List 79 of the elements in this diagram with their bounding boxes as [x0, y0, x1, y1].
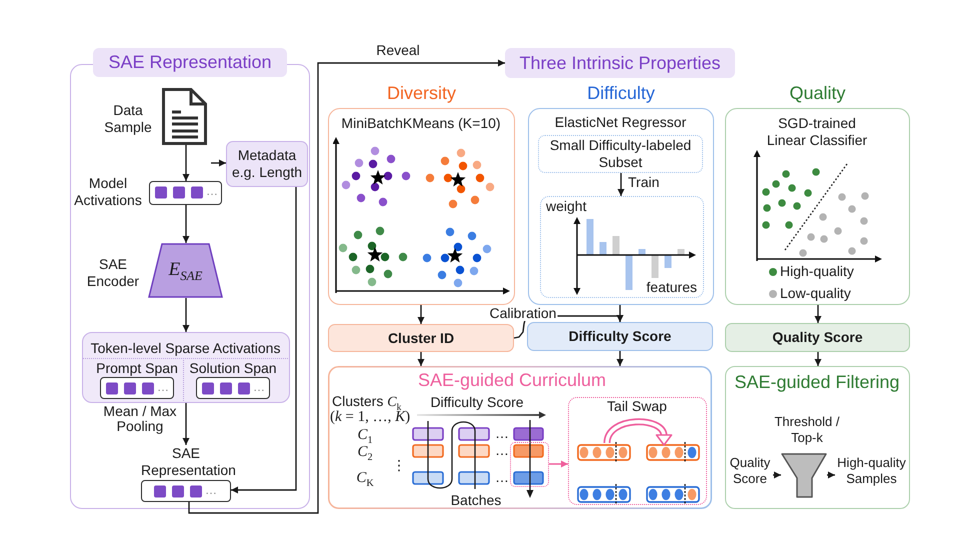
side-label: Threshold / Top-k: [773, 414, 841, 446]
ellipsis: …: [205, 482, 217, 499]
ellipsis: …: [495, 442, 509, 459]
section-header: SAE Representation: [93, 48, 287, 77]
ellipsis: …: [206, 183, 218, 200]
panel-subtitle: MiniBatchKMeans (K=10): [341, 115, 501, 132]
ellipsis: …: [157, 379, 169, 396]
arrow: [814, 352, 822, 366]
ellipsis: …: [495, 469, 509, 486]
filtering-panel: [725, 366, 910, 509]
subset-box: [538, 135, 703, 173]
axis-label: Difficulty Score: [430, 394, 524, 411]
ellipsis: …: [495, 425, 509, 442]
arrow: [549, 460, 568, 468]
document-icon: [162, 88, 207, 145]
axis-label: Batches: [450, 492, 502, 509]
group-heading: Token-level Sparse Activations: [90, 340, 280, 357]
panel-title: SAE-guided Filtering: [734, 371, 900, 393]
arrow: [182, 298, 190, 332]
panel-heading: Diversity: [387, 82, 456, 104]
funnel-icon: [781, 453, 827, 498]
legend-label: Low-quality: [780, 285, 851, 302]
highlight-box: [510, 442, 549, 487]
span-label: Prompt Span: [96, 360, 178, 377]
section-header: [505, 48, 735, 78]
arrow: [418, 305, 424, 324]
arrow: [616, 351, 624, 366]
row-label: C$_{1}$: [357, 427, 373, 444]
arrow: [418, 352, 424, 366]
edge-label: Calibration: [488, 306, 558, 321]
activation-box: [149, 181, 222, 205]
arrow: [182, 145, 190, 181]
result-box: [527, 322, 713, 351]
side-label: Data Sample: [103, 102, 153, 136]
score-label: Quality Score: [772, 329, 863, 346]
arrow: [814, 305, 822, 323]
result-box: [328, 324, 514, 352]
side-label: SAE Encoder: [86, 256, 140, 290]
panel-title: SAE-guided Curriculum: [418, 369, 606, 391]
arrow: [182, 205, 190, 243]
encoder-trapezoid: [148, 243, 223, 298]
curriculum-panel: [328, 366, 712, 509]
panel-subtitle: ElasticNet Regressor: [554, 114, 686, 131]
row-label: C$_{2}$: [357, 444, 373, 461]
panel-heading: Difficulty: [587, 82, 655, 104]
chart-frame: [540, 196, 704, 298]
edge-label: Train: [627, 175, 660, 190]
edge-label: Reveal: [375, 43, 421, 58]
metadata-box: [226, 141, 308, 187]
arrow: [773, 472, 781, 478]
axis-label: features: [646, 279, 697, 296]
arrow: [231, 187, 297, 494]
box-label: Small Difficulty-labeled Subset: [548, 137, 692, 171]
axis-label: weight: [546, 198, 586, 215]
index-label: (k = 1, …, K): [330, 409, 410, 426]
axis-label: Clusters C$_{k}$: [332, 393, 402, 411]
panel-subtitle: SGD-trained Linear Classifier: [766, 115, 868, 149]
result-box: [725, 323, 910, 352]
span-label: Solution Span: [189, 360, 277, 377]
ellipsis: …: [253, 379, 265, 396]
row-label: C$_{K}$: [356, 470, 374, 487]
sparse-activations-box: [82, 332, 290, 403]
arrow: [182, 403, 190, 445]
arrow: [618, 173, 624, 196]
score-label: Difficulty Score: [568, 328, 672, 345]
arrow: [211, 160, 226, 166]
score-label: Cluster ID: [388, 330, 454, 346]
arrow: [827, 472, 835, 478]
tail-swap-box: [568, 397, 707, 505]
panel-heading: Quality: [789, 82, 846, 104]
ellipsis: ⋮: [392, 457, 406, 474]
legend-label: High-quality: [780, 263, 854, 280]
encoder-symbol: E$_{SAE}$: [168, 259, 202, 281]
box-label: Metadata e.g. Length: [230, 147, 304, 181]
flow-label: Quality Score: [727, 455, 773, 487]
box-title: Tail Swap: [607, 398, 667, 415]
flow-label: High-quality Samples: [835, 455, 908, 487]
side-label: Model Activations: [73, 175, 143, 209]
box-label: Three Intrinsic Properties: [519, 52, 721, 74]
